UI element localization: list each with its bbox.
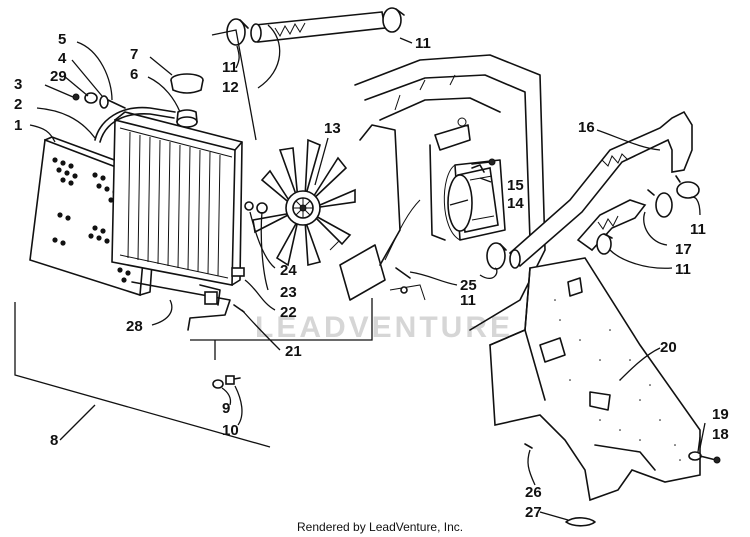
bracket-assembly-lines [14, 29, 373, 448]
cooling-fan [252, 138, 356, 267]
callout-2: 2 [14, 96, 22, 113]
callout-12: 12 [222, 79, 239, 96]
callout-29: 29 [50, 68, 67, 85]
bracket-hardware [72, 92, 126, 109]
hardware-small [212, 267, 721, 527]
watermark-text: LEADVENTURE [255, 311, 513, 344]
callout-28: 28 [126, 318, 143, 335]
short-hose [576, 199, 647, 252]
callout-24: 24 [280, 262, 297, 279]
hose-clamps-lower [486, 175, 700, 270]
splash-guard [489, 257, 701, 502]
callout-18: 18 [712, 426, 729, 443]
motor-screw [471, 158, 496, 166]
radiator-fins [127, 131, 221, 277]
callout-5: 5 [58, 31, 66, 48]
callout-27: 27 [525, 504, 542, 521]
hose-clamp-upper-right [382, 7, 405, 33]
callout-3: 3 [14, 76, 22, 93]
callout-8: 8 [50, 432, 58, 449]
leader-lines [29, 24, 706, 521]
callout-13: 13 [324, 120, 341, 137]
fan-spacers [244, 201, 268, 214]
callout-7: 7 [130, 46, 138, 63]
callout-23: 23 [280, 284, 297, 301]
callout-10: 10 [222, 422, 239, 439]
callout-labels: 1 2 3 29 4 5 6 7 11 12 11 13 15 14 16 11… [14, 31, 729, 521]
callout-11-lower-right: 11 [675, 261, 691, 278]
callout-25: 25 [460, 277, 477, 294]
callout-15: 15 [507, 177, 524, 194]
callout-11-upper-left: 11 [222, 59, 238, 76]
callout-17: 17 [675, 241, 692, 258]
callout-14: 14 [507, 195, 524, 212]
callout-4: 4 [58, 50, 67, 67]
lower-hose [508, 110, 693, 269]
radiator [111, 111, 243, 331]
callout-22: 22 [280, 304, 297, 321]
callout-11-upper-right: 11 [415, 35, 431, 52]
callout-16: 16 [578, 119, 595, 136]
callout-20: 20 [660, 339, 677, 356]
overflow-tube [94, 106, 176, 143]
callout-9: 9 [222, 400, 230, 417]
callout-11-right: 11 [690, 221, 706, 238]
callout-6: 6 [130, 66, 138, 83]
footer-credit: Rendered by LeadVenture, Inc. [297, 520, 463, 534]
callout-1: 1 [14, 117, 22, 134]
frame-outline [329, 54, 546, 331]
callout-21: 21 [285, 343, 302, 360]
callout-19: 19 [712, 406, 729, 423]
callout-26: 26 [525, 484, 542, 501]
callout-11-lower: 11 [460, 292, 476, 309]
fan-motor [447, 164, 499, 233]
radiator-cap [170, 73, 204, 128]
upper-hose [250, 11, 386, 43]
